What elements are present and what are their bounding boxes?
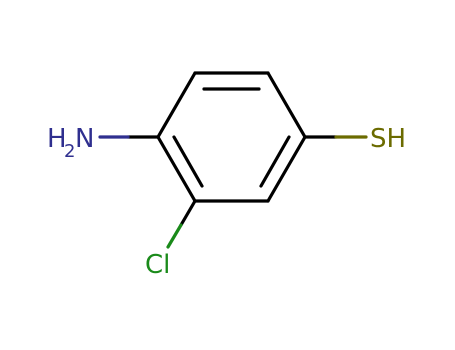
ring-bond-c6-c1 xyxy=(156,135,197,203)
amine-label: H 2 N xyxy=(47,124,94,162)
substituent-bonds xyxy=(98,135,368,249)
amine-n-text: N xyxy=(75,124,94,154)
ring-bond-c4-c5 xyxy=(266,135,307,203)
benzene-ring xyxy=(156,71,307,203)
chlorine-label: Cl xyxy=(145,250,170,280)
ring-double-bond-inner-right xyxy=(259,135,291,188)
bond-c6-cl xyxy=(179,199,197,227)
ring-double-bond-inner-left xyxy=(172,135,204,188)
ring-bond-c3-c4 xyxy=(266,71,307,139)
thiol-label: SH xyxy=(370,124,406,154)
bond-c6-cl-colored xyxy=(166,223,183,249)
amine-h-text: H xyxy=(47,124,67,154)
amine-h-subscript: 2 xyxy=(64,141,75,162)
ring-bond-c1-c2 xyxy=(156,71,197,139)
